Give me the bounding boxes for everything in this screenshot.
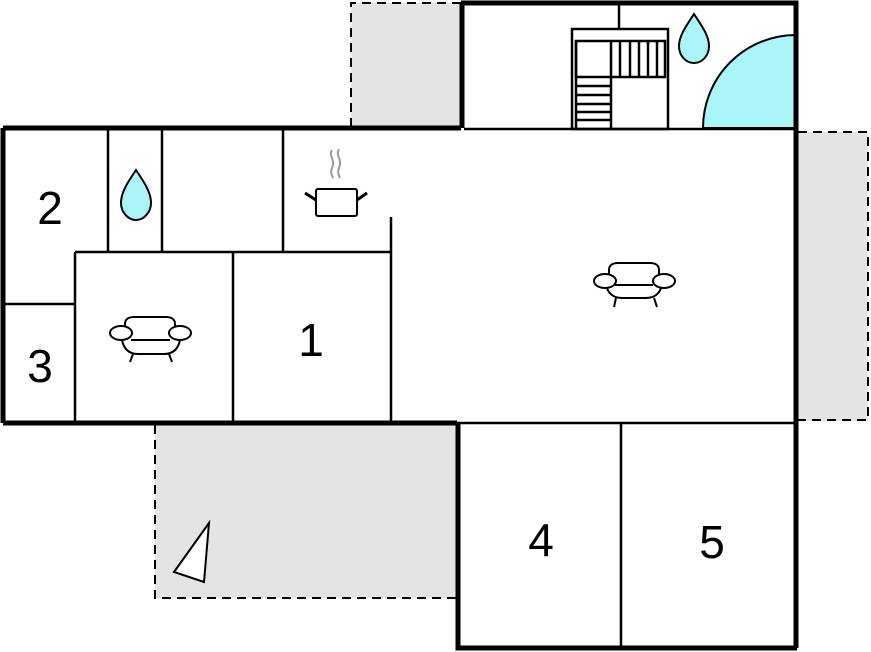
room-label-1: 1 [298,314,324,366]
room-label-2: 2 [37,182,63,234]
terrace-right [798,132,868,421]
room-label-4: 4 [528,514,554,566]
staircase-icon [570,27,670,131]
sofa-icon [109,316,192,363]
pool-icon [701,33,797,129]
kitchen-pot-icon [304,148,368,217]
terrace-top-dashed-edge [350,2,461,127]
terrace-right-dashed-edge [798,131,869,421]
room-label-5: 5 [699,516,725,568]
terrace-top [351,3,461,127]
sofa-icon [593,262,676,308]
interior-walls [3,4,795,647]
terrace-bottom-dashed-edge [154,425,457,599]
water-drop-icon [119,168,153,222]
water-drop-icon [677,12,711,65]
room-label-3: 3 [27,340,53,392]
north-arrow-icon [172,519,211,584]
exterior-walls [0,0,799,651]
